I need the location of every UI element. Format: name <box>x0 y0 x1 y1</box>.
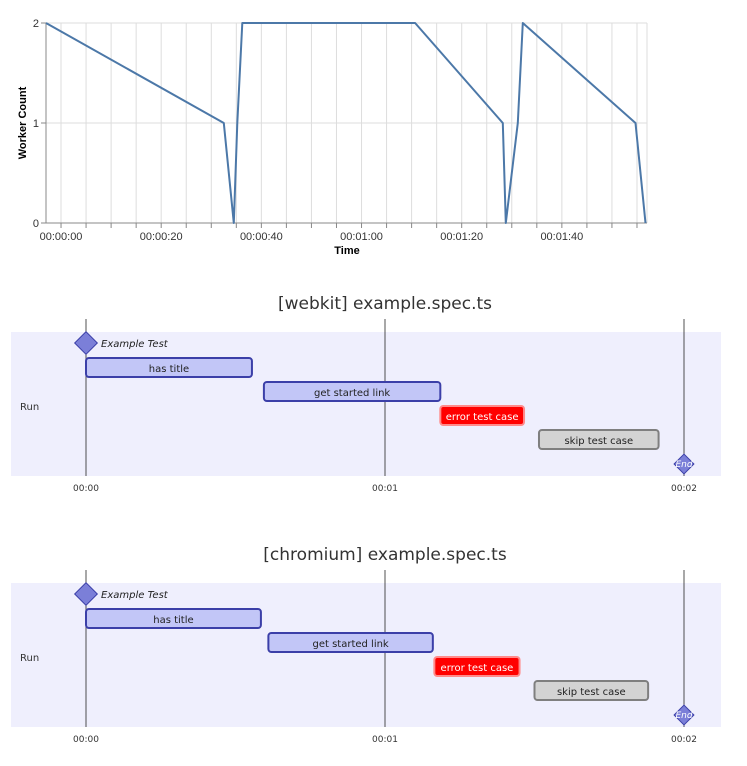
time-tick-label: 00:00 <box>73 735 99 745</box>
x-tick-label: 00:00:00 <box>40 231 83 243</box>
task-label: error test case <box>446 412 519 423</box>
task-label: error test case <box>441 663 514 674</box>
task-label: get started link <box>314 388 390 399</box>
task-label: has title <box>149 364 189 375</box>
worker-count-chart: Worker Count Time 0 1 2 00:00:00 00:00:20 00:… <box>17 18 648 257</box>
task-bar <box>262 381 442 402</box>
gantt-title: [webkit] example.spec.ts <box>278 294 492 314</box>
section-label: Run <box>20 653 39 664</box>
milestone-diamond <box>73 330 99 356</box>
x-axis-title: Time <box>334 245 359 257</box>
worker-count-line <box>45 22 647 224</box>
task-label: has title <box>153 615 193 626</box>
task-bar <box>439 405 526 426</box>
section-label: Run <box>20 402 39 413</box>
x-tick-label: 00:00:40 <box>240 231 283 243</box>
milestone-diamond <box>73 581 99 607</box>
y-axis-title: Worker Count <box>17 86 29 159</box>
task-bar <box>537 429 660 450</box>
y-tick-label: 1 <box>33 118 39 130</box>
y-tick-label: 0 <box>33 218 39 230</box>
task-bar <box>85 608 262 629</box>
time-tick-label: 00:02 <box>671 484 697 494</box>
x-tick-label: 00:01:00 <box>340 231 383 243</box>
task-label: skip test case <box>557 687 626 698</box>
x-tick-label: 00:00:20 <box>140 231 183 243</box>
task-bar <box>533 680 650 701</box>
gantt-chromium: [chromium] example.spec.ts Run 00:00 00:0… <box>11 545 721 745</box>
task-bar <box>433 656 521 677</box>
milestone-label: End <box>675 460 692 470</box>
gantt-title: [chromium] example.spec.ts <box>263 545 507 565</box>
section-background <box>11 332 721 476</box>
task-label: get started link <box>312 639 388 650</box>
x-tick-label: 00:01:40 <box>540 231 583 243</box>
time-tick-label: 00:01 <box>372 735 398 745</box>
section-background <box>11 583 721 727</box>
milestone-diamond <box>673 453 695 475</box>
milestone-diamond <box>673 704 695 726</box>
task-bar <box>85 357 253 378</box>
gantt-webkit: [webkit] example.spec.ts Run 00:00 00:01 0… <box>11 294 721 494</box>
milestone-label: Example Test <box>101 339 169 350</box>
task-label: skip test case <box>564 436 633 447</box>
x-tick-label: 00:01:20 <box>440 231 483 243</box>
time-tick-label: 00:00 <box>73 484 99 494</box>
time-tick-label: 00:01 <box>372 484 398 494</box>
milestone-label: Example Test <box>101 590 169 601</box>
task-bar <box>267 632 434 653</box>
time-tick-label: 00:02 <box>671 735 697 745</box>
milestone-label: End <box>675 711 692 721</box>
y-tick-label: 2 <box>33 18 39 30</box>
